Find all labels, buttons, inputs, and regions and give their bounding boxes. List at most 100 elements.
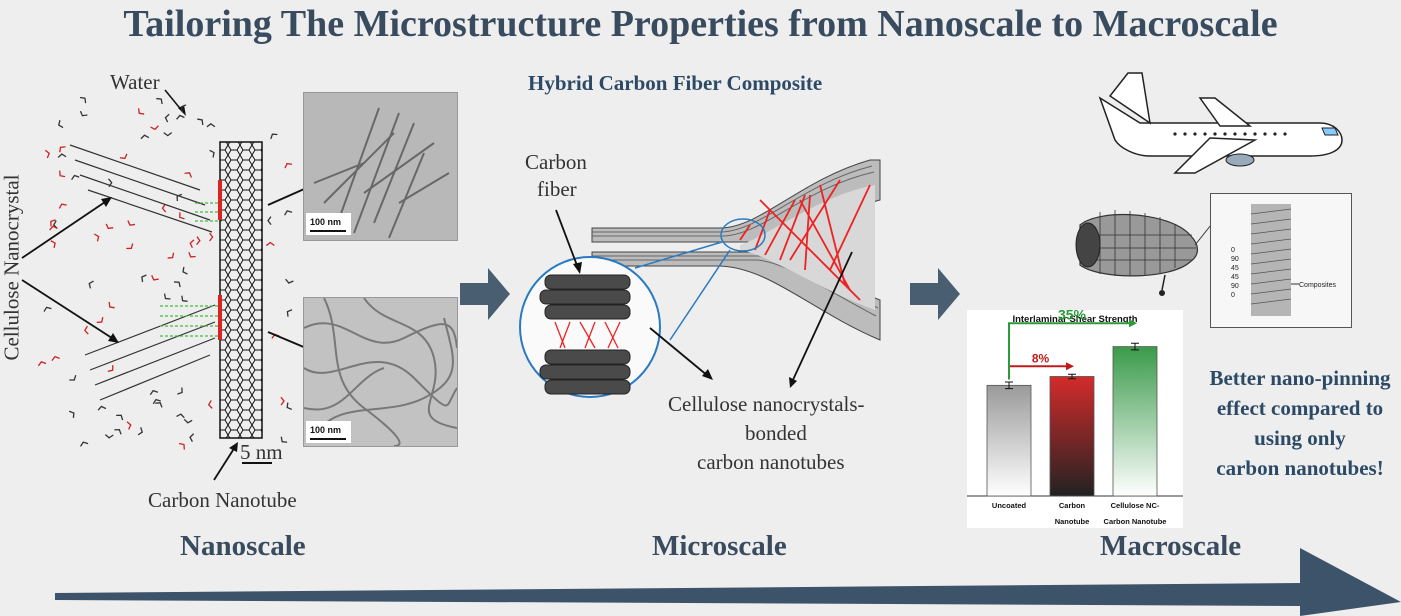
category-label: Carbon <box>1059 501 1086 510</box>
water-molecule <box>284 210 293 216</box>
water-molecule <box>163 293 171 300</box>
water-molecule <box>104 434 114 439</box>
claim-line-1: Better nano-pinning <box>1209 366 1391 390</box>
hybrid-composite-header: Hybrid Carbon Fiber Composite <box>528 71 823 95</box>
water-molecule <box>176 193 183 202</box>
water-molecule <box>84 325 89 335</box>
layup-ply-2: 45 <box>1231 265 1239 272</box>
water-molecule <box>179 212 185 220</box>
microscale-heading: Microscale <box>652 530 787 562</box>
macroscale-heading: Macroscale <box>1100 530 1242 562</box>
water-molecule <box>161 203 167 213</box>
water-molecule <box>126 421 132 430</box>
microscale-illustration <box>519 159 881 398</box>
layup-ply-5: 0 <box>1231 292 1235 299</box>
scale-progression-arrow <box>55 548 1401 616</box>
water-molecule <box>114 428 122 435</box>
water-molecule <box>37 361 47 367</box>
claim-line-4: carbon nanotubes! <box>1216 456 1384 480</box>
water-label: Water <box>110 70 160 94</box>
water-molecule <box>127 220 135 226</box>
water-molecule <box>184 172 193 178</box>
water-molecule <box>265 241 275 247</box>
composites-label: Composites <box>1299 282 1336 289</box>
water-molecule <box>189 433 195 442</box>
water-molecule <box>176 413 185 419</box>
bond-label-line3: carbon nanotubes <box>697 450 845 474</box>
water-molecule <box>79 441 89 447</box>
water-molecule <box>107 365 114 373</box>
layup-stack: 0 90 45 45 90 0 Composites <box>1231 204 1336 316</box>
water-molecule <box>94 233 100 242</box>
water-molecule <box>51 355 60 361</box>
layup-inset: 0 90 45 45 90 0 Composites <box>1210 193 1352 328</box>
water-molecule <box>285 278 294 284</box>
water-molecule <box>140 134 150 140</box>
water-molecule <box>126 243 134 250</box>
water-molecule <box>267 216 272 225</box>
water-molecule <box>156 97 163 105</box>
water-molecule <box>58 203 67 209</box>
layup-ply-0: 0 <box>1231 247 1235 254</box>
water-molecule <box>280 436 288 443</box>
water-molecule <box>49 225 58 231</box>
carbon-nanotube <box>219 141 263 439</box>
water-molecule <box>71 174 80 181</box>
tem-scale-bottom: 100 nm <box>310 425 341 435</box>
water-molecule <box>181 295 188 302</box>
layup-ply-1: 90 <box>1231 256 1239 263</box>
water-molecule <box>270 133 278 140</box>
water-molecule <box>68 410 75 419</box>
water-molecule <box>79 96 87 104</box>
layup-ply-4: 90 <box>1231 283 1239 290</box>
water-molecule <box>116 414 124 421</box>
water-molecule <box>150 125 159 131</box>
tem-cnt-texture: 100 nm <box>304 298 457 446</box>
water-molecule <box>57 120 64 129</box>
water-molecule <box>197 118 204 125</box>
tem-image-cnc: 100 nm <box>303 92 458 241</box>
step-arrow-1 <box>460 268 510 320</box>
laminate-split <box>591 159 881 341</box>
water-molecule <box>151 275 159 281</box>
water-molecule <box>164 113 170 123</box>
fuselage-section-icon <box>1075 210 1215 296</box>
annotation-label: 8% <box>1032 351 1050 365</box>
water-molecule <box>207 400 213 409</box>
error-bar-1 <box>1005 381 1013 390</box>
annotation-label: 35% <box>1058 310 1087 322</box>
water-molecule <box>280 396 285 406</box>
water-molecule <box>149 389 159 396</box>
water-molecule <box>167 252 175 259</box>
carbon-fiber-label-line1: Carbon <box>525 150 587 174</box>
water-molecule <box>178 442 185 450</box>
water-molecule <box>209 232 214 242</box>
nanoscale-heading: Nanoscale <box>180 530 306 562</box>
bond-label-line2: bonded <box>745 421 807 445</box>
water-molecule <box>196 236 201 246</box>
layup-ply-3: 45 <box>1231 274 1239 281</box>
water-molecule <box>177 387 183 395</box>
category-label: Cellulose NC- <box>1111 501 1160 510</box>
fiber-bundles <box>539 274 631 395</box>
water-molecule <box>50 219 56 227</box>
annotation-arrowhead <box>1129 319 1137 328</box>
water-molecule <box>176 114 185 120</box>
water-molecule <box>79 110 88 117</box>
water-molecule <box>59 170 66 178</box>
water-molecule <box>286 402 293 411</box>
water-molecule <box>174 281 181 288</box>
water-molecule <box>69 375 77 381</box>
water-molecule <box>59 146 66 153</box>
water-molecules <box>37 96 294 450</box>
water-molecule <box>284 162 293 169</box>
tem-image-cnt: 100 nm <box>303 297 458 447</box>
water-molecule <box>182 266 188 275</box>
water-molecule <box>163 132 173 137</box>
bar-3 <box>1112 346 1158 497</box>
water-molecule <box>189 239 195 248</box>
category-label: Nanotube <box>1055 517 1090 526</box>
claim-line-2: effect compared to <box>1216 396 1384 420</box>
water-molecule <box>155 402 163 408</box>
